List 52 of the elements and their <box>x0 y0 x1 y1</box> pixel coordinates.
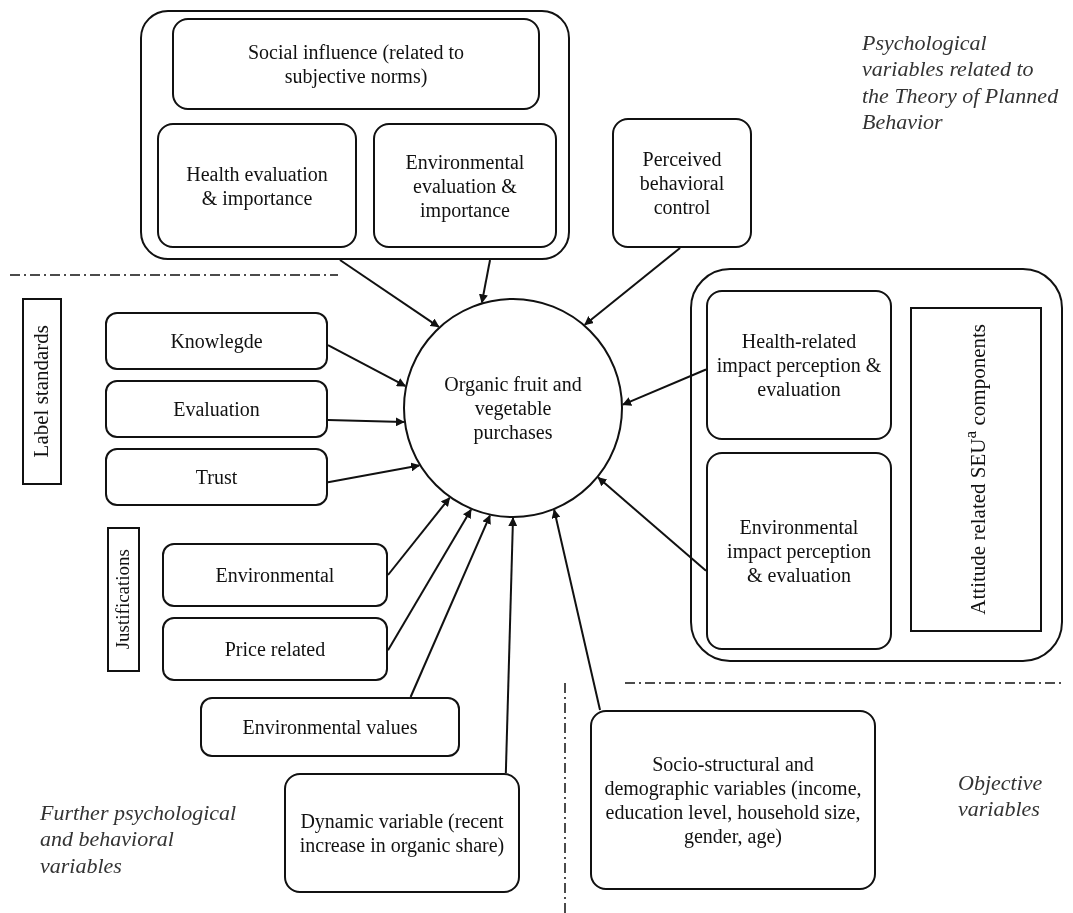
node-text: Environmental <box>214 563 336 587</box>
group-box <box>690 268 1063 662</box>
box <box>910 307 1042 632</box>
arrow <box>621 368 707 406</box>
rounded-box <box>200 697 460 757</box>
rounded-box <box>706 452 892 650</box>
node-text: Social influence (related to subjective norms) <box>247 40 465 88</box>
arrow <box>583 247 682 326</box>
rounded-box <box>157 123 357 248</box>
node-text: Health-related impact perception & evaluation <box>715 329 883 401</box>
arrow <box>597 476 707 572</box>
node-text: Health evaluation & importance <box>185 161 329 210</box>
rounded-box <box>706 290 892 440</box>
arrow <box>327 344 407 387</box>
node-text: Environmental impact perception & evaluation <box>726 515 872 587</box>
node-text: Knowlegde <box>169 329 264 353</box>
arrow <box>327 417 405 427</box>
rounded-box <box>105 448 328 506</box>
node-text: Perceived behavioral control <box>638 147 726 219</box>
arrow <box>409 514 491 698</box>
node-text: Evaluation <box>172 397 261 421</box>
node-text: Environmental values <box>241 715 419 739</box>
annotation-text: Psychological variables related to the Theory of Planned Behavior <box>862 30 1060 136</box>
arrow <box>338 259 440 328</box>
box <box>107 527 140 672</box>
rounded-box <box>612 118 752 248</box>
rounded-box <box>162 617 388 681</box>
node-text: Socio-structural and demographic variables (income, education level, household size, gender, age) <box>603 752 863 848</box>
node-text: Price related <box>223 637 327 661</box>
arrow <box>504 517 518 774</box>
rounded-box <box>373 123 557 248</box>
arrow <box>551 509 601 711</box>
rounded-box <box>172 18 540 110</box>
node-text: Dynamic variable (recent increase in organic share) <box>298 809 506 857</box>
arrow <box>327 462 421 484</box>
rounded-box <box>590 710 876 890</box>
node-text: Justifications <box>111 549 135 650</box>
node-text: Environmental evaluation & importance <box>404 149 526 222</box>
node-text: Organic fruit and vegetable purchases <box>443 372 583 444</box>
rounded-box <box>105 380 328 438</box>
node-text: Label standards <box>28 325 55 458</box>
arrow <box>387 496 451 576</box>
annotation-text: Further psychological and behavioral variables <box>40 800 238 880</box>
arrow <box>387 508 472 652</box>
arrow <box>479 259 491 304</box>
rounded-box <box>284 773 520 893</box>
group-box <box>140 10 570 260</box>
rounded-box <box>162 543 388 607</box>
node-text: Trust <box>194 465 239 489</box>
rounded-box <box>105 312 328 370</box>
box <box>22 298 62 485</box>
annotation-text: Objective variables <box>958 770 1044 823</box>
